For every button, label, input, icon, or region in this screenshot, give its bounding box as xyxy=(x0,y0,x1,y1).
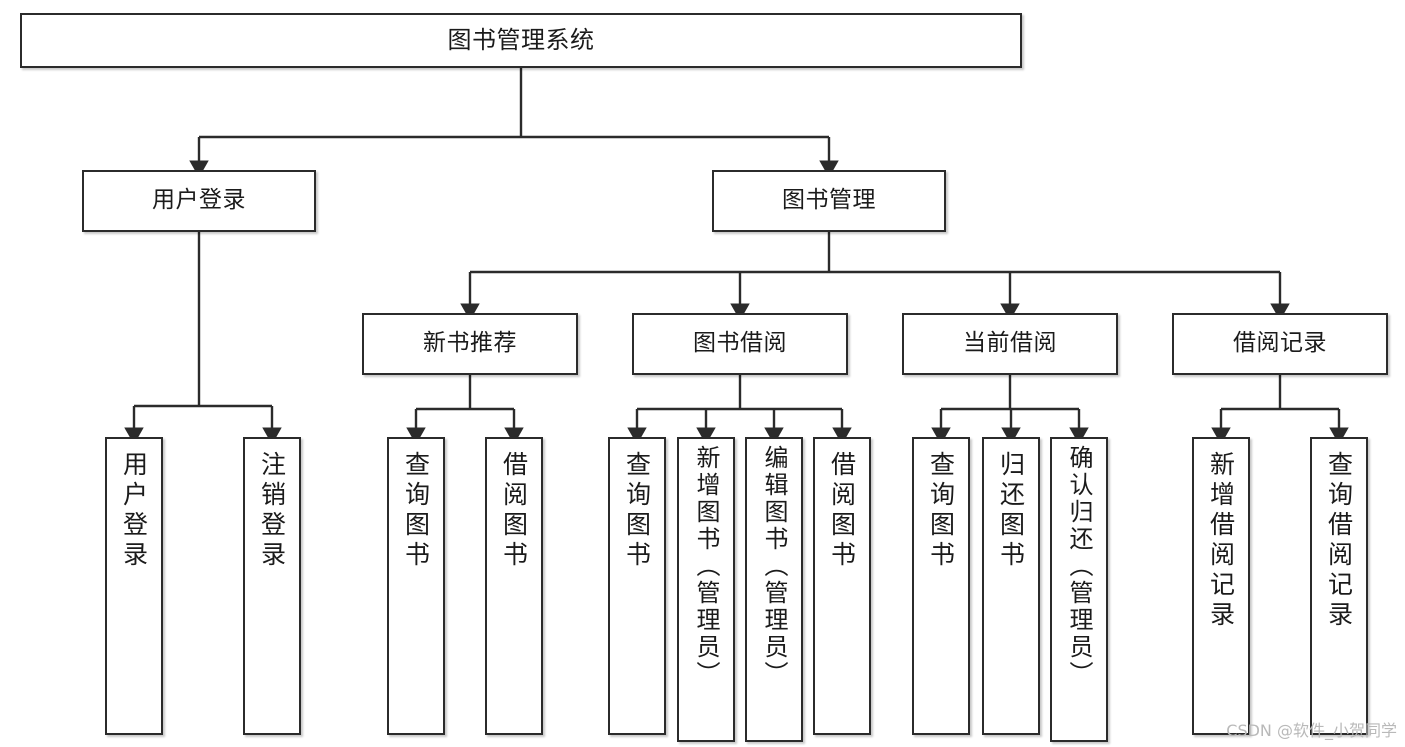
node-leaf-edit-book-admin[interactable]: 编辑图书（管理员） xyxy=(745,437,803,742)
node-book-manage-label: 图书管理 xyxy=(782,187,876,214)
node-leaf-borrow-book-rec[interactable]: 借阅图书 xyxy=(485,437,543,735)
node-book-manage[interactable]: 图书管理 xyxy=(712,170,946,232)
node-borrow-record-label: 借阅记录 xyxy=(1233,330,1327,357)
node-leaf-borrow-book-label: 借阅图书 xyxy=(827,451,857,571)
node-user-login[interactable]: 用户登录 xyxy=(82,170,316,232)
node-leaf-query-book-rec-label: 查询图书 xyxy=(401,451,431,571)
node-leaf-query-book-rec[interactable]: 查询图书 xyxy=(387,437,445,735)
node-leaf-borrow-book[interactable]: 借阅图书 xyxy=(813,437,871,735)
node-book-borrow[interactable]: 图书借阅 xyxy=(632,313,848,375)
node-leaf-query-book-cur[interactable]: 查询图书 xyxy=(912,437,970,735)
node-book-borrow-label: 图书借阅 xyxy=(693,330,787,357)
node-leaf-confirm-return-admin[interactable]: 确认归还（管理员） xyxy=(1050,437,1108,742)
node-root-label: 图书管理系统 xyxy=(447,26,595,55)
node-leaf-add-book-admin[interactable]: 新增图书（管理员） xyxy=(677,437,735,742)
node-leaf-add-borrow-record-label: 新增借阅记录 xyxy=(1206,451,1236,631)
node-leaf-confirm-return-admin-label: 确认归还（管理员） xyxy=(1065,445,1093,688)
node-leaf-user-login-label: 用户登录 xyxy=(119,451,149,571)
node-leaf-borrow-book-rec-label: 借阅图书 xyxy=(499,451,529,571)
node-leaf-query-book-borrow[interactable]: 查询图书 xyxy=(608,437,666,735)
node-root[interactable]: 图书管理系统 xyxy=(20,13,1022,68)
node-new-book-recommend[interactable]: 新书推荐 xyxy=(362,313,578,375)
node-current-borrow[interactable]: 当前借阅 xyxy=(902,313,1118,375)
node-leaf-query-borrow-record[interactable]: 查询借阅记录 xyxy=(1310,437,1368,735)
node-leaf-return-book[interactable]: 归还图书 xyxy=(982,437,1040,735)
node-user-login-label: 用户登录 xyxy=(152,187,246,214)
node-leaf-query-book-borrow-label: 查询图书 xyxy=(622,451,652,571)
node-leaf-edit-book-admin-label: 编辑图书（管理员） xyxy=(760,445,788,688)
node-current-borrow-label: 当前借阅 xyxy=(963,330,1057,357)
node-leaf-return-book-label: 归还图书 xyxy=(996,451,1026,571)
node-leaf-query-borrow-record-label: 查询借阅记录 xyxy=(1324,451,1354,631)
node-leaf-logout-login[interactable]: 注销登录 xyxy=(243,437,301,735)
node-borrow-record[interactable]: 借阅记录 xyxy=(1172,313,1388,375)
node-leaf-user-login[interactable]: 用户登录 xyxy=(105,437,163,735)
node-leaf-add-book-admin-label: 新增图书（管理员） xyxy=(692,445,720,688)
node-new-book-recommend-label: 新书推荐 xyxy=(423,330,517,357)
watermark: CSDN @软件_小贺同学 xyxy=(1226,721,1397,740)
node-leaf-query-book-cur-label: 查询图书 xyxy=(926,451,956,571)
node-leaf-add-borrow-record[interactable]: 新增借阅记录 xyxy=(1192,437,1250,735)
node-leaf-logout-login-label: 注销登录 xyxy=(257,451,287,571)
